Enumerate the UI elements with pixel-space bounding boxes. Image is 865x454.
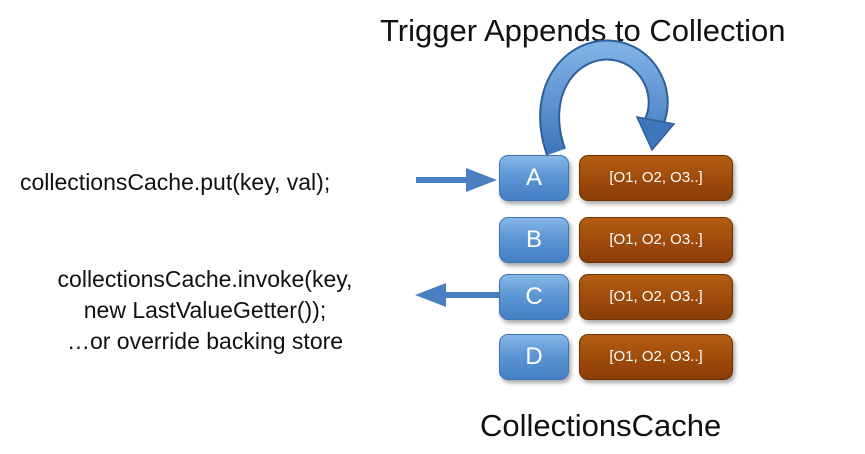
cache-value-c: [O1, O2, O3..] xyxy=(579,274,733,320)
invoke-line-2: new LastValueGetter()); xyxy=(83,297,327,323)
put-arrow-icon xyxy=(416,168,497,192)
invoke-line-3: …or override backing store xyxy=(66,328,344,354)
put-call-text: collectionsCache.put(key, val); xyxy=(20,169,331,195)
invoke-line-1: collectionsCache.invoke(key, xyxy=(57,266,353,292)
cache-key-c: C xyxy=(499,274,569,320)
cache-key-b: B xyxy=(499,217,569,263)
cache-value-b: [O1, O2, O3..] xyxy=(579,217,733,263)
cache-key-d: D xyxy=(499,334,569,380)
cache-value-d: [O1, O2, O3..] xyxy=(579,334,733,380)
diagram-title: Trigger Appends to Collection xyxy=(380,13,786,48)
cache-value-a: [O1, O2, O3..] xyxy=(579,155,733,201)
cache-key-a: A xyxy=(499,155,569,201)
invoke-call-text: collectionsCache.invoke(key, new LastVal… xyxy=(16,264,394,357)
invoke-arrow-icon xyxy=(415,283,500,307)
cache-caption: CollectionsCache xyxy=(480,408,722,443)
